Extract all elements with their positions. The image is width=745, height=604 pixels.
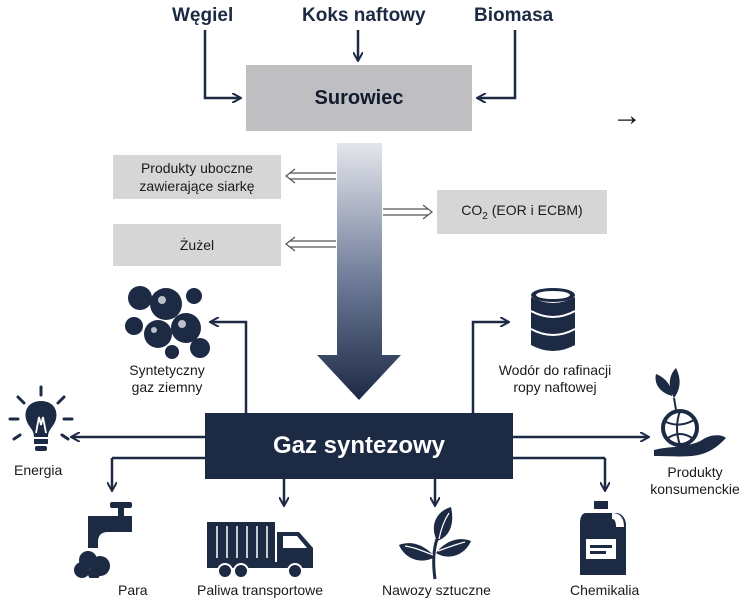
steam-label: Para — [118, 582, 148, 598]
co2-box: CO2 (EOR i ECBM) — [437, 190, 607, 234]
feedstock-box: Surowiec — [246, 65, 472, 131]
hydrogen-label: Wodór do rafinacji ropy naftowej — [498, 362, 612, 395]
sulfur-line2: zawierające siarkę — [139, 178, 255, 194]
slag-box: Żużel — [113, 224, 281, 266]
biomass-to-feedstock-arrow — [478, 30, 517, 98]
plant-icon — [399, 507, 471, 580]
source-petcoke: Koks naftowy — [302, 5, 426, 26]
sng-label: Syntetyczny gaz ziemny — [129, 362, 205, 395]
sulfur-byproduct-arrow — [285, 168, 336, 184]
sulfur-line1: Produkty uboczne — [140, 159, 254, 176]
syngas-box: Gaz syntezowy — [205, 413, 513, 479]
feedstock-label: Surowiec — [314, 86, 404, 109]
source-biomass: Biomasa — [474, 5, 554, 26]
co2-byproduct-arrow — [383, 204, 433, 220]
slag-label: Żużel — [179, 236, 215, 253]
syngas-label: Gaz syntezowy — [272, 432, 446, 459]
barrel-icon — [530, 288, 576, 351]
truck-icon — [207, 522, 313, 579]
source-coal: Węgiel — [172, 5, 234, 26]
coal-to-feedstock-arrow — [203, 30, 240, 98]
hand-globe-sprout-icon — [654, 368, 726, 457]
bubbles-icon — [125, 286, 210, 359]
fuels-label: Paliwa transportowe — [197, 582, 324, 598]
corner-arrow-glyph: → — [612, 99, 642, 132]
syngas-to-sng-arrow — [211, 322, 248, 413]
sulfur-byproducts-box: Produkty uboczne zawierające siarkę — [113, 155, 281, 199]
faucet-steam-icon — [74, 502, 132, 578]
slag-byproduct-arrow — [285, 236, 336, 252]
consumer-label: Produkty konsumenckie — [650, 464, 740, 497]
co2-label: CO2 (EOR i ECBM) — [461, 202, 583, 222]
chemical-jug-icon — [580, 501, 626, 575]
syngas-to-hydrogen-arrow — [471, 322, 508, 413]
main-flow-arrow — [317, 143, 401, 400]
lightbulb-icon — [8, 385, 74, 451]
chemicals-label: Chemikalia — [570, 582, 640, 598]
energy-label: Energia — [14, 462, 63, 478]
fertilizers-label: Nawozy sztuczne — [382, 582, 491, 598]
